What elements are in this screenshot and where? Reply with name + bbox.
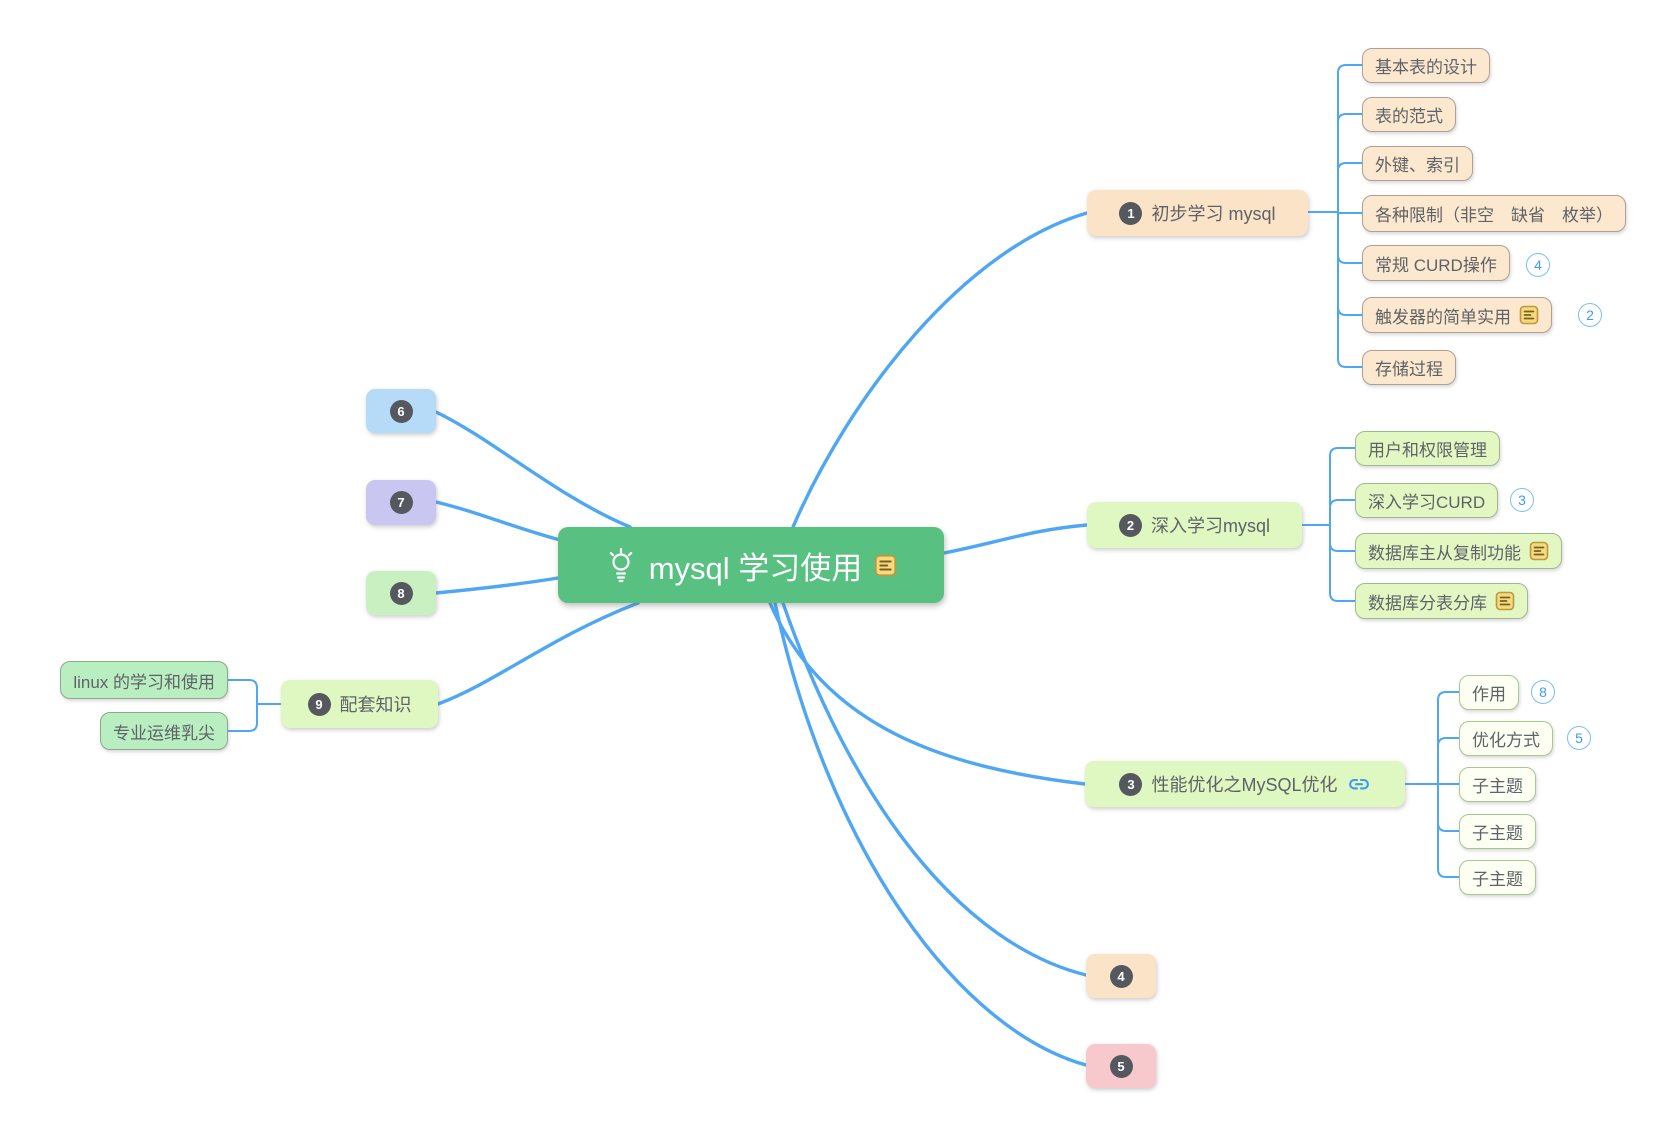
note-icon[interactable] [1529,541,1549,561]
subtopic-basic-table-design[interactable]: 基本表的设计 [1362,48,1490,83]
subtopic-label: 表的范式 [1375,107,1443,126]
subtopic-effect[interactable]: 作用 [1459,675,1519,710]
expand-badge-advanced-curd[interactable]: 3 [1510,488,1534,512]
branch-1-beginner-mysql[interactable]: 1 初步学习 mysql [1087,190,1308,236]
branch-3-label: 性能优化之MySQL优化 [1151,775,1338,795]
subtopic-label: 数据库主从复制功能 [1368,543,1521,563]
subtopic-placeholder-1[interactable]: 子主题 [1459,767,1536,802]
branch-9-supporting-knowledge[interactable]: 9 配套知识 [281,680,438,728]
branch-1-label: 初步学习 mysql [1151,204,1276,224]
subtopic-edges [227,64,1460,878]
note-icon[interactable] [1519,305,1539,325]
subtopic-master-slave-replication[interactable]: 数据库主从复制功能 [1355,533,1562,569]
priority-marker-8: 8 [389,581,413,605]
central-topic-label: mysql 学习使用 [648,550,863,586]
subtopic-curd-operations[interactable]: 常规 CURD操作 [1362,245,1510,281]
branch-9-label: 配套知识 [339,695,412,715]
subtopic-label: 数据库分表分库 [1368,593,1487,613]
branch-8-topic[interactable]: 8 [366,571,436,615]
priority-marker-6: 6 [389,399,413,423]
subtopic-label: 外键、索引 [1375,156,1460,175]
subtopic-label: 子主题 [1472,824,1523,843]
subtopic-label: 触发器的简单实用 [1375,307,1511,327]
subtopic-user-permission-management[interactable]: 用户和权限管理 [1355,431,1500,466]
subtopic-sharding[interactable]: 数据库分表分库 [1355,583,1528,619]
priority-marker-7: 7 [389,491,413,514]
subtopic-label: 基本表的设计 [1375,58,1477,77]
priority-marker-5: 5 [1109,1054,1133,1078]
expand-badge-trigger-usage[interactable]: 2 [1578,303,1602,327]
branch-3-performance-optimization[interactable]: 3 性能优化之MySQL优化 [1085,761,1405,807]
subtopic-label: 专业运维乳尖 [113,723,215,743]
subtopic-table-normal-form[interactable]: 表的范式 [1362,97,1456,132]
priority-marker-4: 4 [1109,964,1133,988]
expand-badge-curd-operations[interactable]: 4 [1526,253,1550,277]
subtopic-label: 各种限制（非空 缺省 枚举） [1375,206,1613,225]
branch-6-topic[interactable]: 6 [366,389,436,433]
subtopic-label: 优化方式 [1472,731,1540,750]
central-topic[interactable]: mysql 学习使用 [558,527,944,603]
expand-badge-optimization-methods[interactable]: 5 [1567,726,1591,750]
branch-2-advanced-mysql[interactable]: 2 深入学习mysql [1087,502,1302,548]
subtopic-label: 存储过程 [1375,360,1443,379]
subtopic-foreign-key-index[interactable]: 外键、索引 [1362,146,1473,181]
main-branch-edges [434,211,1089,1067]
subtopic-label: linux 的学习和使用 [73,672,215,692]
hyperlink-icon[interactable] [1347,772,1371,796]
subtopic-advanced-curd[interactable]: 深入学习CURD [1355,483,1499,518]
lightbulb-icon [609,547,633,583]
branch-2-label: 深入学习mysql [1150,516,1270,536]
subtopic-label: 深入学习CURD [1368,493,1486,512]
subtopic-label: 常规 CURD操作 [1375,255,1497,275]
subtopic-constraints[interactable]: 各种限制（非空 缺省 枚举） [1362,195,1626,232]
subtopic-label: 用户和权限管理 [1368,441,1487,460]
subtopic-stored-procedure[interactable]: 存储过程 [1362,350,1456,385]
subtopic-label: 子主题 [1472,777,1523,796]
note-icon[interactable] [1495,591,1515,611]
priority-marker-1: 1 [1119,201,1143,225]
priority-marker-3: 3 [1119,772,1143,796]
subtopic-label: 子主题 [1472,870,1523,889]
expand-badge-effect[interactable]: 8 [1531,680,1555,704]
subtopic-placeholder-2[interactable]: 子主题 [1459,814,1536,849]
branch-4-topic[interactable]: 4 [1086,954,1156,998]
subtopic-linux-learning[interactable]: linux 的学习和使用 [60,661,228,699]
branch-7-topic[interactable]: 7 [366,480,436,525]
priority-marker-2: 2 [1118,513,1142,537]
subtopic-ops-knowledge[interactable]: 专业运维乳尖 [100,712,228,750]
priority-marker-9: 9 [307,692,331,716]
subtopic-placeholder-3[interactable]: 子主题 [1459,860,1536,895]
subtopic-optimization-methods[interactable]: 优化方式 [1459,721,1553,756]
subtopic-trigger-usage[interactable]: 触发器的简单实用 [1362,297,1552,333]
subtopic-label: 作用 [1472,685,1506,704]
branch-5-topic[interactable]: 5 [1086,1044,1156,1088]
note-icon[interactable] [874,554,897,577]
